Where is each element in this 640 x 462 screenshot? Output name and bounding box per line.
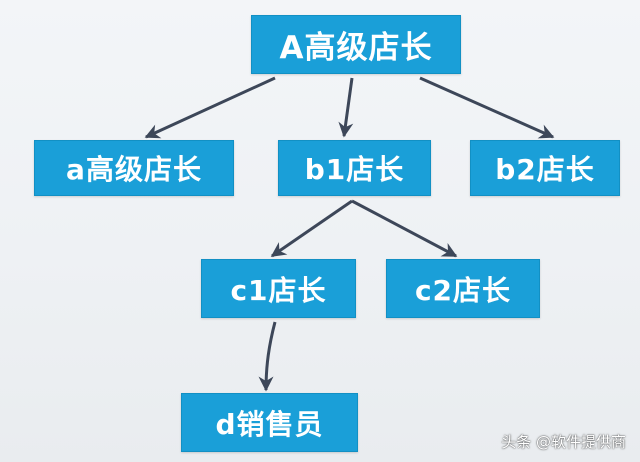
node-b2-manager: b2店长: [470, 140, 620, 196]
edge-c1-to-d: [258, 321, 277, 392]
node-b1-manager: b1店长: [278, 140, 431, 196]
node-a-lower-senior-manager: a高级店长: [34, 140, 234, 196]
node-d-salesperson: d销售员: [181, 393, 358, 452]
edge-a-to-a-lower: [144, 76, 276, 139]
node-c1-manager: c1店长: [201, 259, 356, 318]
edge-b1-to-c1: [270, 199, 353, 258]
edge-a-to-b1: [338, 77, 354, 138]
edge-b1-to-c2: [351, 199, 458, 258]
edge-a-to-b2: [419, 76, 555, 139]
node-c2-manager: c2店长: [386, 259, 540, 318]
node-a-senior-manager: A高级店长: [251, 15, 461, 74]
watermark-text: 头条 @软件提供商: [501, 433, 626, 451]
